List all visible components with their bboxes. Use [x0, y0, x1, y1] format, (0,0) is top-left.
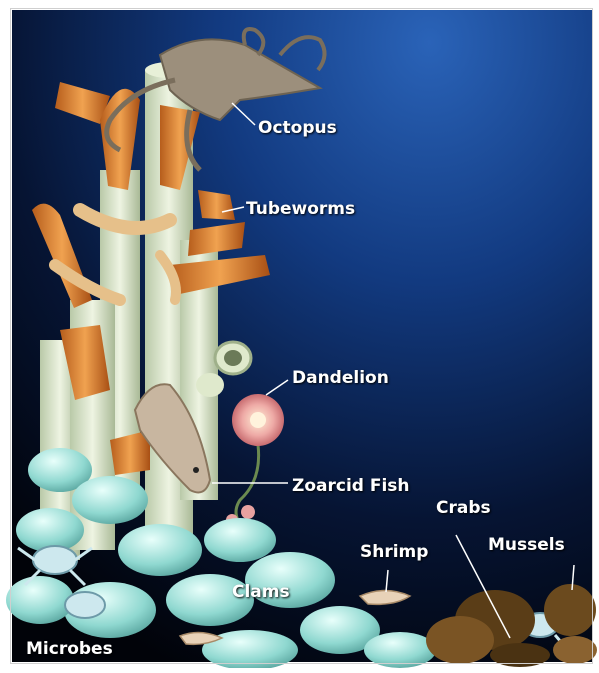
label-clams: Clams — [232, 582, 290, 602]
label-crabs: Crabs — [436, 498, 491, 518]
label-tubeworms: Tubeworms — [246, 199, 355, 219]
label-octopus: Octopus — [258, 118, 337, 138]
label-dandelion: Dandelion — [292, 368, 389, 388]
label-microbes: Microbes — [26, 639, 113, 659]
label-zoarcid-fish: Zoarcid Fish — [292, 476, 410, 496]
label-shrimp: Shrimp — [360, 542, 428, 562]
label-mussels: Mussels — [488, 535, 565, 555]
